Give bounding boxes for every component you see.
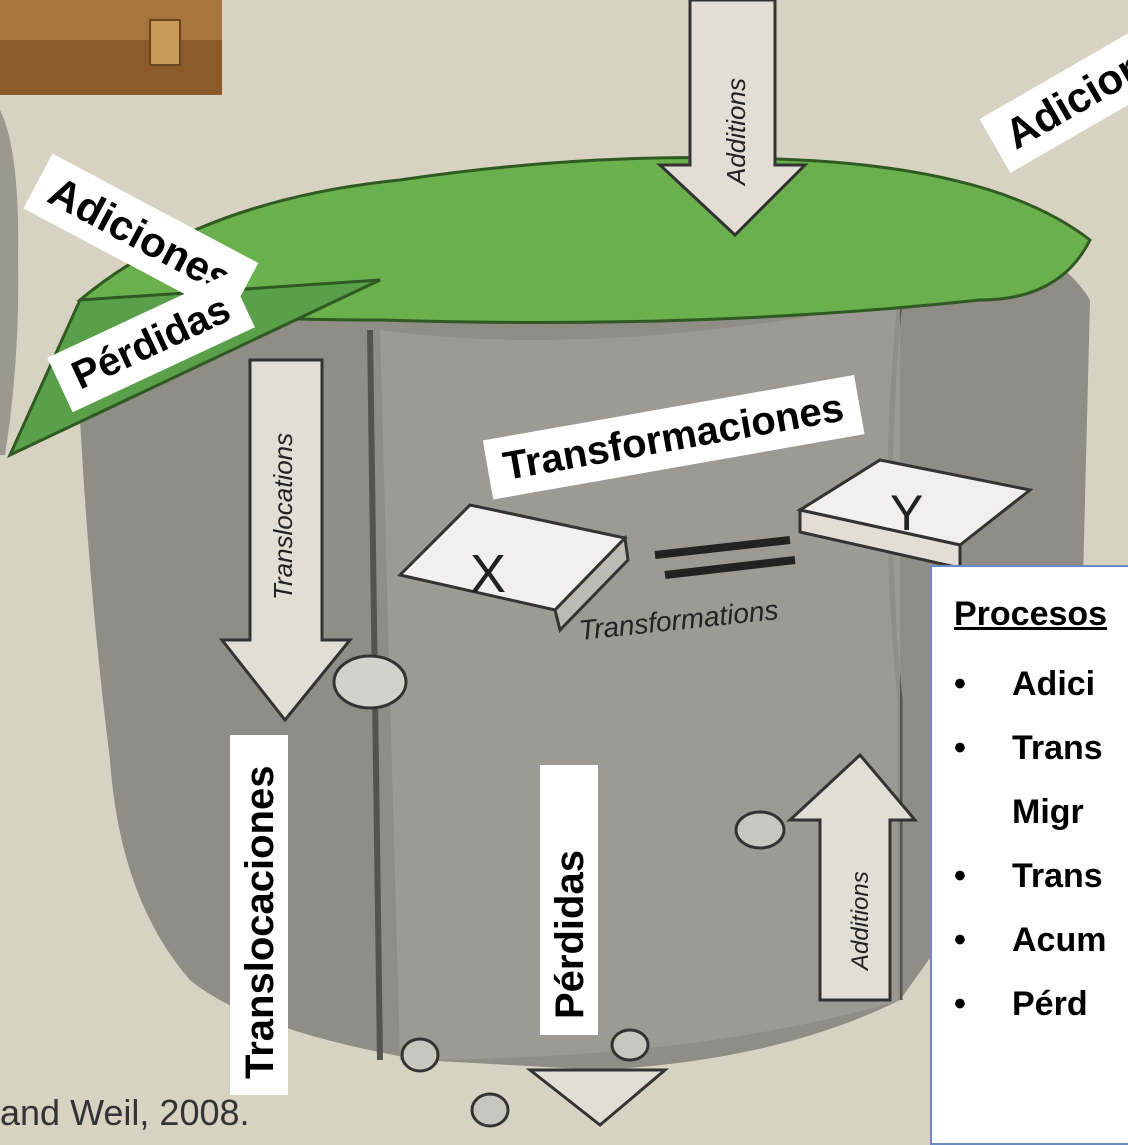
- process-item-label: Acum: [1012, 921, 1106, 960]
- block-y-label: Y: [890, 485, 923, 541]
- label-translocaciones: Translocaciones: [230, 735, 288, 1095]
- citation: and Weil, 2008.: [0, 1092, 250, 1134]
- label-perdidas-bottom: Pérdidas: [540, 765, 598, 1035]
- process-item: •Trans: [954, 716, 1128, 780]
- process-item-label: Pérd: [1012, 985, 1088, 1024]
- additions-bottom-text: Additions: [847, 871, 874, 972]
- process-item-label: Adici: [1012, 665, 1095, 704]
- bullet-icon: •: [954, 665, 1012, 704]
- bullet-icon: •: [954, 729, 1012, 768]
- process-item-label: Trans: [1012, 729, 1103, 768]
- block-x-label: X: [470, 544, 506, 604]
- bullet-icon: •: [954, 921, 1012, 960]
- bullet-icon: •: [954, 857, 1012, 896]
- additions-top-text: Additions: [721, 78, 751, 187]
- process-item: •Pérd: [954, 972, 1128, 1036]
- process-item-label: Migr: [1012, 793, 1084, 832]
- processes-box: Procesos •Adici •Trans Migr •Trans •Acum…: [930, 565, 1128, 1145]
- bullet-icon: •: [954, 985, 1012, 1024]
- processes-title: Procesos: [954, 595, 1128, 634]
- process-item-label: Trans: [1012, 857, 1103, 896]
- inset-photo: [0, 0, 222, 95]
- process-item: •Trans: [954, 844, 1128, 908]
- process-item: •Adici: [954, 652, 1128, 716]
- process-item-continuation: Migr: [954, 780, 1128, 844]
- process-item: •Acum: [954, 908, 1128, 972]
- translocations-text: Translocations: [268, 433, 298, 600]
